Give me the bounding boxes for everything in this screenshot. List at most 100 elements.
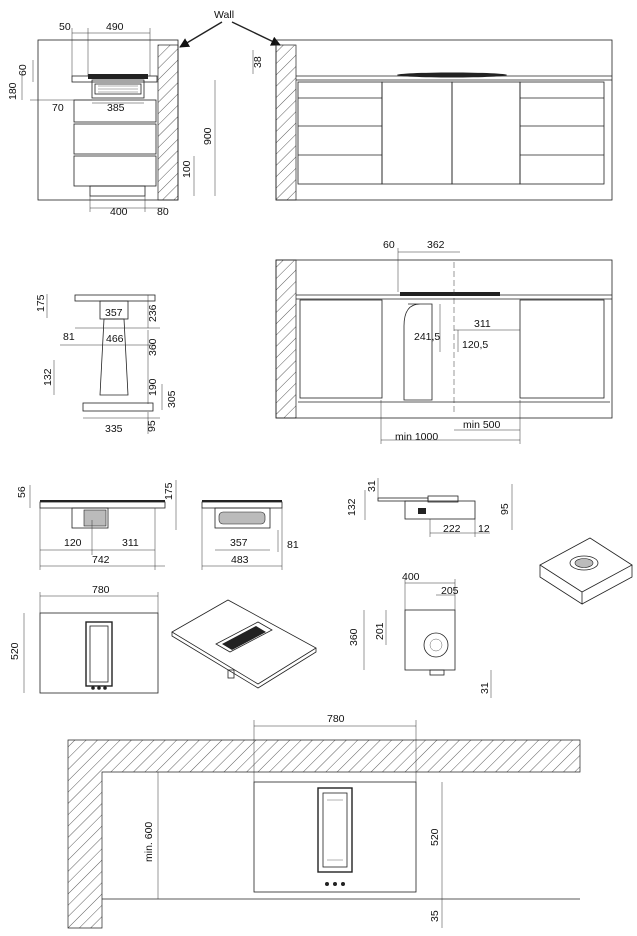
cabinet-outline [37, 39, 179, 201]
outlet-top-view: 400 205 360 201 31 [348, 571, 492, 698]
drawer-2 [73, 123, 157, 155]
dim-132-b: 132 [346, 498, 358, 516]
dim-1205: 120,5 [462, 339, 488, 351]
extractor-slot [85, 621, 113, 687]
dim-357-b: 357 [230, 537, 248, 549]
dim-466: 466 [106, 333, 124, 345]
outlet-circle [423, 632, 449, 658]
plan-hob [253, 781, 417, 893]
right-drawer-stack [519, 81, 605, 185]
dim-205: 205 [441, 585, 459, 597]
dim-100: 100 [181, 160, 193, 178]
hob-slab [39, 501, 166, 509]
door-left [381, 81, 453, 185]
dim-31-b: 31 [366, 480, 378, 492]
dim-780-a: 780 [92, 584, 110, 596]
dim-38: 38 [252, 56, 264, 68]
dim-12: 12 [478, 523, 490, 535]
dim-31-c: 31 [479, 682, 491, 694]
drawer-3 [73, 155, 157, 187]
dim-311-b: 311 [474, 318, 491, 330]
dim-385: 385 [107, 102, 125, 114]
outlet-isometric [539, 537, 633, 605]
dim-400-b: 400 [402, 571, 420, 583]
installation-plan-view: 780 min. 600 520 35 [67, 713, 581, 929]
dim-70: 70 [52, 102, 64, 114]
front-fan-box [214, 507, 271, 529]
dim-175: 175 [35, 294, 47, 312]
fan-inner [94, 83, 142, 95]
duct-routing-section: 60 362 311 241,5 120,5 min 500 min 1000 [275, 239, 613, 444]
dim-2415: 241,5 [414, 331, 440, 343]
dim-95-b: 95 [499, 503, 511, 515]
hob-top-edge [397, 72, 507, 78]
dim-132: 132 [42, 368, 54, 386]
dim-120: 120 [64, 537, 82, 549]
plinth [89, 185, 146, 197]
dim-95: 95 [146, 420, 158, 432]
side-section-view: 50 490 60 180 70 385 900 100 400 80 [7, 21, 216, 218]
wall-hatch-2 [275, 44, 297, 201]
dim-400: 400 [110, 206, 128, 218]
dim-483: 483 [231, 554, 249, 566]
dim-490: 490 [106, 21, 124, 33]
dim-80: 80 [157, 206, 169, 218]
left-drawer-stack [297, 81, 383, 185]
duct-side-view: 175 357 236 81 466 360 132 190 305 335 9… [35, 294, 178, 435]
section-outline [275, 259, 613, 419]
dim-60-b: 60 [383, 239, 395, 251]
left-carcass [299, 299, 383, 399]
plan-extractor-slot [317, 787, 353, 873]
dim-360-b: 360 [348, 628, 360, 646]
fan-box [91, 79, 145, 99]
dim-780-b: 780 [327, 713, 345, 725]
dim-360: 360 [147, 338, 159, 356]
dim-min600: min. 600 [143, 822, 155, 862]
outlet-section-view: 31 132 95 222 12 [346, 478, 513, 537]
hob-top-plate [39, 612, 159, 694]
dim-742: 742 [92, 554, 110, 566]
drawer-1 [73, 99, 157, 123]
outlet-top [377, 497, 429, 502]
dim-362: 362 [427, 239, 445, 251]
hob-front-view: 357 81 483 [201, 500, 299, 570]
dim-min500: min 500 [463, 419, 501, 431]
fan-motor [71, 507, 109, 529]
outlet-box [404, 500, 476, 520]
wall-hatch [157, 44, 179, 201]
hob-glass [88, 74, 148, 79]
dim-335: 335 [105, 423, 123, 435]
dim-305: 305 [166, 390, 178, 408]
hob-top-view: 780 520 [9, 584, 159, 694]
dim-201: 201 [374, 622, 386, 640]
wall-label: Wall [214, 9, 234, 21]
dim-520-b: 520 [429, 828, 441, 846]
dim-56: 56 [16, 486, 28, 498]
dim-520-a: 520 [9, 642, 21, 660]
dim-311-c: 311 [122, 537, 139, 549]
dim-222: 222 [443, 523, 461, 535]
hob-perspective [171, 599, 317, 689]
wall-callout: Wall [179, 9, 281, 48]
dim-175-b: 175 [163, 482, 175, 500]
dim-50: 50 [59, 21, 71, 33]
dim-81: 81 [63, 331, 75, 343]
wall-hatch-3 [275, 259, 297, 419]
plinth-outlet [82, 402, 154, 412]
elevation-outline [275, 39, 613, 201]
hob-side-view: 56 175 120 311 742 [16, 480, 177, 570]
hob-front-slab [201, 501, 283, 509]
dim-236: 236 [147, 304, 159, 322]
wall-arrow-left [179, 21, 223, 48]
door-right [451, 81, 521, 185]
hob-top-section [400, 292, 500, 296]
dim-357: 357 [105, 307, 123, 319]
hob-profile [74, 294, 156, 302]
wall-arrow-right [231, 21, 281, 46]
dim-900: 900 [202, 127, 214, 145]
wall-plan-hatch [67, 739, 581, 929]
duct-pipe [99, 318, 129, 396]
dim-35: 35 [429, 910, 441, 922]
